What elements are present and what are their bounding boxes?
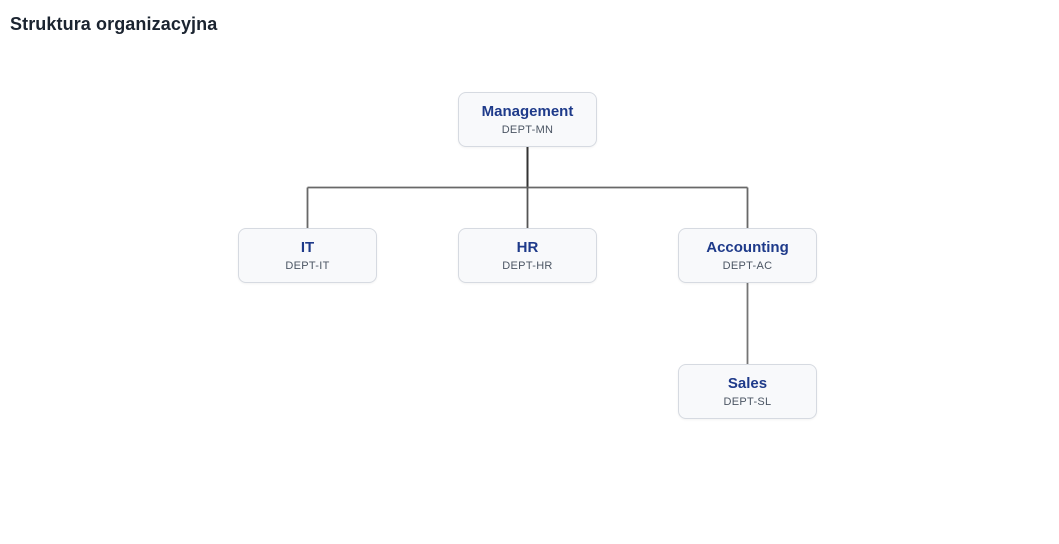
org-node-name: Accounting <box>706 238 789 256</box>
org-node-name: IT <box>300 238 315 256</box>
org-node-name: Management <box>481 102 574 120</box>
org-node-name: Sales <box>727 374 768 392</box>
org-node-it[interactable]: IT DEPT-IT <box>238 228 377 283</box>
org-node-code: DEPT-AC <box>722 259 773 272</box>
org-node-code: DEPT-IT <box>285 259 330 272</box>
org-node-management[interactable]: Management DEPT-MN <box>458 92 597 147</box>
org-node-name: HR <box>516 238 539 256</box>
org-node-accounting[interactable]: Accounting DEPT-AC <box>678 228 817 283</box>
org-node-code: DEPT-HR <box>502 259 553 272</box>
org-node-sales[interactable]: Sales DEPT-SL <box>678 364 817 419</box>
org-node-hr[interactable]: HR DEPT-HR <box>458 228 597 283</box>
page-title: Struktura organizacyjna <box>10 14 218 34</box>
org-node-code: DEPT-SL <box>723 395 772 408</box>
org-node-code: DEPT-MN <box>501 123 554 136</box>
